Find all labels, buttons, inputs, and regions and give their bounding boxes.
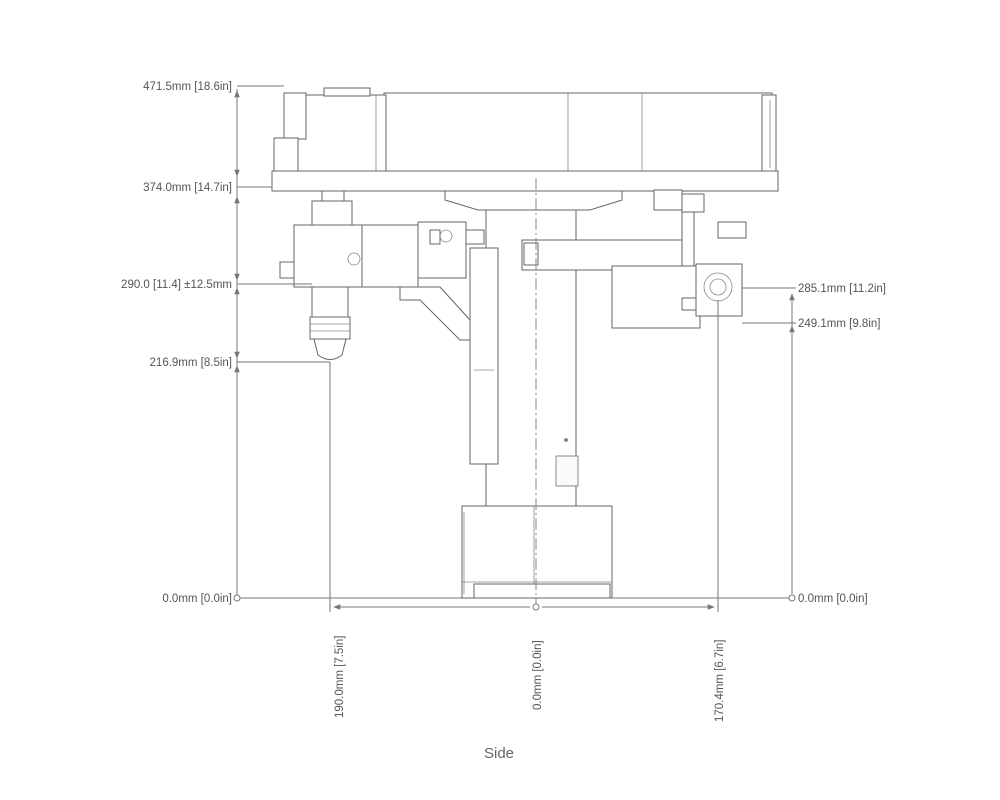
bracket	[399, 221, 485, 341]
tool-head	[279, 190, 419, 360]
dim-center-offset: 0.0mm [0.0in]	[532, 640, 544, 710]
dim-right-offset: 170.4mm [6.7in]	[714, 640, 726, 722]
central-hub	[444, 190, 623, 211]
top-housing	[273, 87, 777, 172]
dim-tool-center-height: 290.0 [11.4] ±12.5mm	[121, 279, 232, 291]
dim-motor-bottom-height: 249.1mm [9.8in]	[798, 318, 880, 330]
dim-lens-tip-height: 216.9mm [8.5in]	[150, 357, 232, 369]
machine-outline	[271, 87, 779, 606]
flange-plate	[271, 170, 779, 192]
dim-top-height: 471.5mm [18.6in]	[143, 81, 232, 93]
dim-motor-top-height: 285.1mm [11.2in]	[798, 283, 886, 295]
motor	[611, 263, 743, 329]
left-dimension-axis	[233, 85, 462, 602]
dim-right-zero: 0.0mm [0.0in]	[798, 593, 868, 605]
dim-left-zero: 0.0mm [0.0in]	[162, 593, 232, 605]
dim-flange-height: 374.0mm [14.7in]	[143, 182, 232, 194]
bottom-dimension-axis	[329, 300, 719, 612]
right-arm	[521, 189, 747, 271]
base-block	[461, 505, 613, 599]
view-caption: Side	[484, 745, 514, 762]
right-dimension-axis	[612, 287, 796, 602]
dim-left-offset: 190.0mm [7.5in]	[334, 636, 346, 718]
